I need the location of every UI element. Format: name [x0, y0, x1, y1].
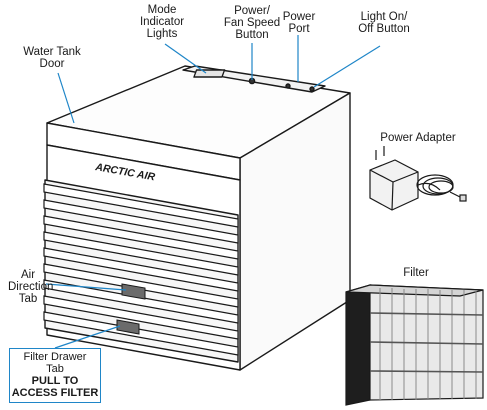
label-filter-drawer-box: Filter Drawer Tab PULL TO ACCESS FILTER — [9, 348, 101, 403]
power-adapter-illustration — [369, 146, 467, 211]
label-mode-indicator: Mode Indicator Lights — [139, 4, 185, 40]
louvers — [43, 183, 239, 356]
mode-indicator-lights — [193, 69, 226, 78]
label-power-port: Power Port — [282, 11, 316, 35]
label-water-tank-door: Water Tank Door — [23, 46, 81, 70]
label-filter: Filter — [403, 267, 429, 279]
filter-illustration — [345, 284, 484, 406]
callout-lines — [45, 35, 381, 349]
callout-line-air-direction — [45, 283, 127, 291]
callout-line-light — [313, 45, 381, 88]
callout-line-water-tank — [57, 72, 75, 124]
label-power-fan-speed: Power/ Fan Speed Button — [223, 5, 281, 41]
label-light-button: Light On/ Off Button — [358, 11, 410, 35]
callout-line-mode — [164, 43, 207, 74]
label-air-direction: Air Direction Tab — [8, 269, 54, 305]
light-button-icon — [309, 86, 315, 92]
air-direction-tab[interactable] — [121, 283, 146, 300]
callout-line-filter-drawer — [54, 325, 121, 349]
power-port-icon — [285, 83, 291, 89]
label-power-adapter: Power Adapter — [380, 132, 456, 144]
